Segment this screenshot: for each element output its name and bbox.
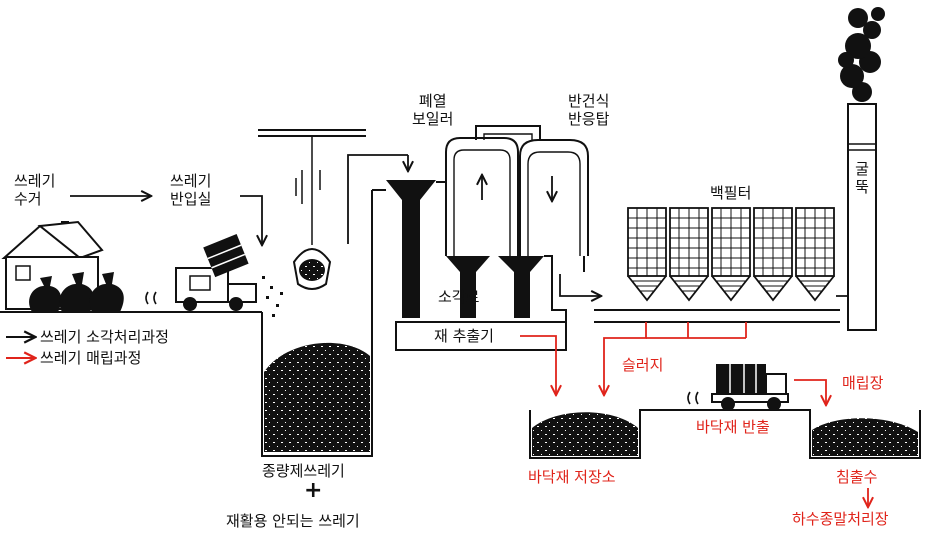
crane-grab-icon <box>258 129 366 290</box>
legend-landfill: 쓰레기 매립과정 <box>40 349 142 367</box>
trash-bags-icon <box>29 272 124 312</box>
label-landfill: 매립장 <box>842 374 884 392</box>
label-sludge: 슬러지 <box>622 356 664 374</box>
label-bottom-ash-transport: 바닥재 반출 <box>696 418 770 436</box>
label-plus: + <box>304 478 323 503</box>
bag-filter-unit <box>594 207 862 323</box>
label-bottom-ash-storage: 바닥재 저장소 <box>528 468 616 486</box>
ash-truck-icon <box>687 364 789 411</box>
boiler-reactor <box>445 125 600 296</box>
label-sewage-plant: 하수종말처리장 <box>792 510 889 528</box>
bag-filter-cell <box>627 207 667 302</box>
label-collect: 쓰레기 수거 <box>14 172 56 208</box>
landfill-arrows <box>520 322 868 506</box>
label-ash-extractor: 재 추출기 <box>434 327 494 345</box>
legend-incineration: 쓰레기 소각처리과정 <box>40 328 169 346</box>
label-waste-heat-boiler: 폐열 보일러 <box>412 92 454 128</box>
waste-pit <box>0 190 373 457</box>
label-leachate: 침출수 <box>836 468 878 486</box>
label-incinerator: 소각로 <box>438 288 480 306</box>
house-icon <box>1 220 104 310</box>
label-non-recyclable: 재활용 안되는 쓰레기 <box>226 512 360 530</box>
smoke-icon <box>838 7 885 102</box>
label-volume-waste: 종량제쓰레기 <box>262 462 345 480</box>
label-semi-dry-reactor: 반건식 반응탑 <box>568 92 610 128</box>
incinerator <box>347 154 567 351</box>
chimney-icon <box>838 7 885 331</box>
label-bag-filter: 백필터 <box>710 184 752 202</box>
incineration-arrows <box>70 196 262 244</box>
garbage-truck-icon <box>145 233 283 317</box>
label-chimney: 굴뚝 <box>855 160 869 196</box>
label-receive: 쓰레기 반입실 <box>170 172 212 208</box>
legend-lines <box>6 337 34 358</box>
